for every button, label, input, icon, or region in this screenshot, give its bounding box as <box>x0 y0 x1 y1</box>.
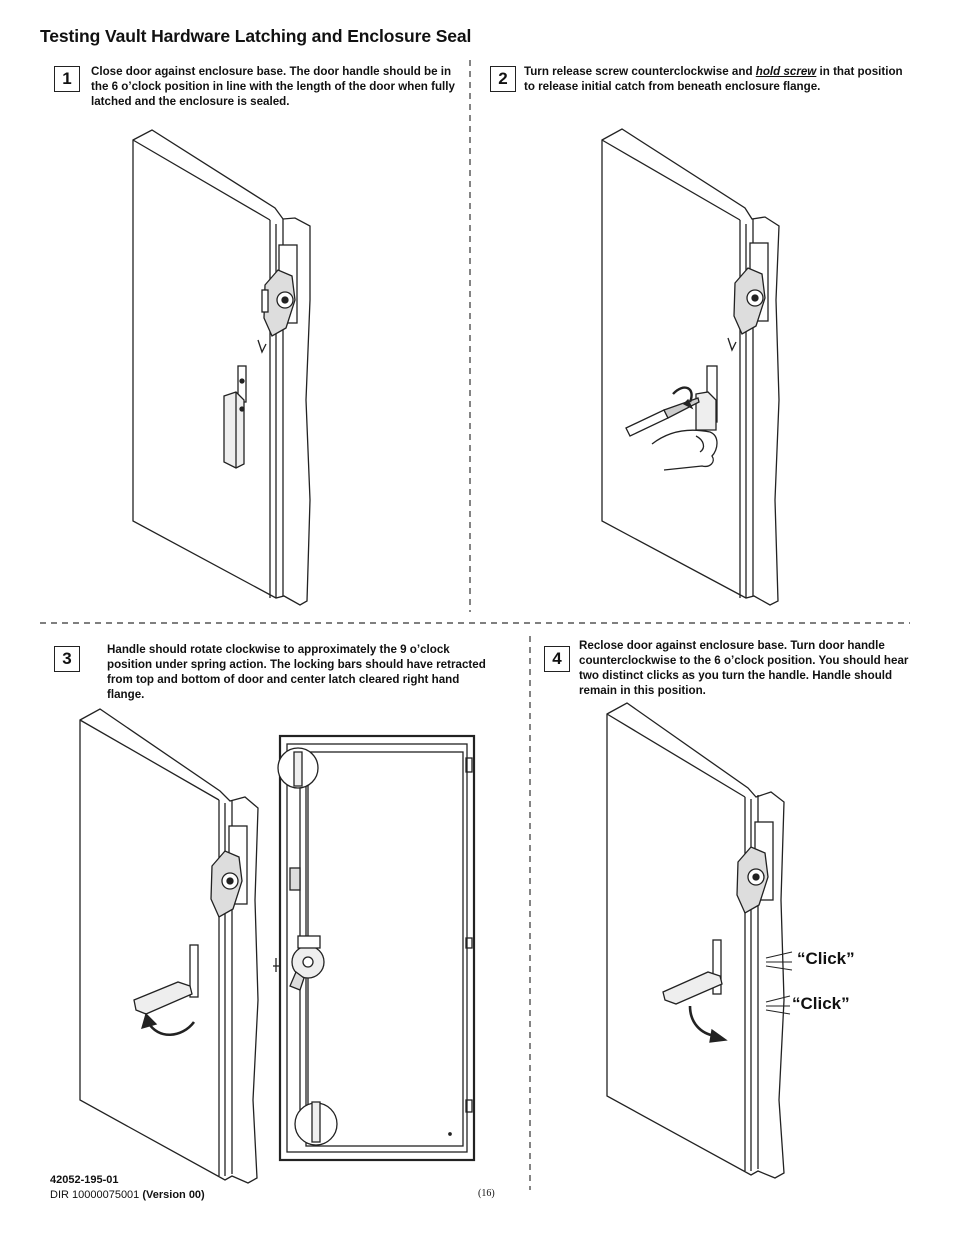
footer-document-id: DIR 10000075001 (Version 00) <box>50 1189 205 1201</box>
step-3-text: Handle should rotate clockwise to approx… <box>107 643 486 701</box>
page-title: Testing Vault Hardware Latching and Encl… <box>40 26 472 46</box>
footer-version: (Version 00) <box>142 1189 205 1201</box>
footer-dir-prefix: DIR 10000075001 <box>50 1189 143 1201</box>
step-2-door-illustration <box>601 128 780 606</box>
step-3-number: 3 <box>54 646 80 672</box>
step-2-text-emphasis: hold screw <box>755 65 817 78</box>
page-number: (16) <box>478 1188 495 1199</box>
step-4-text: Reclose door against enclosure base. Tur… <box>579 639 909 697</box>
step-4-door-illustration <box>606 702 793 1179</box>
footer-part-number: 42052-195-01 <box>50 1174 119 1186</box>
step-3-enclosure-front-view <box>273 734 476 1162</box>
step-2-text-end: in that position to release initial catc… <box>524 65 903 93</box>
step-3-door-illustration <box>79 708 259 1184</box>
click-callout-2: “Click” <box>792 994 850 1013</box>
step-1-text: Close door against enclosure base. The d… <box>91 65 455 108</box>
step-2-number: 2 <box>490 66 516 92</box>
step-1-number: 1 <box>54 66 80 92</box>
step-2-text: Turn release screw counterclockwise and … <box>524 64 904 94</box>
step-1-door-illustration <box>132 129 311 606</box>
step-4-number: 4 <box>544 646 570 672</box>
click-callout-1: “Click” <box>797 949 855 968</box>
step-2-text-start: Turn release screw counterclockwise and <box>524 65 756 78</box>
